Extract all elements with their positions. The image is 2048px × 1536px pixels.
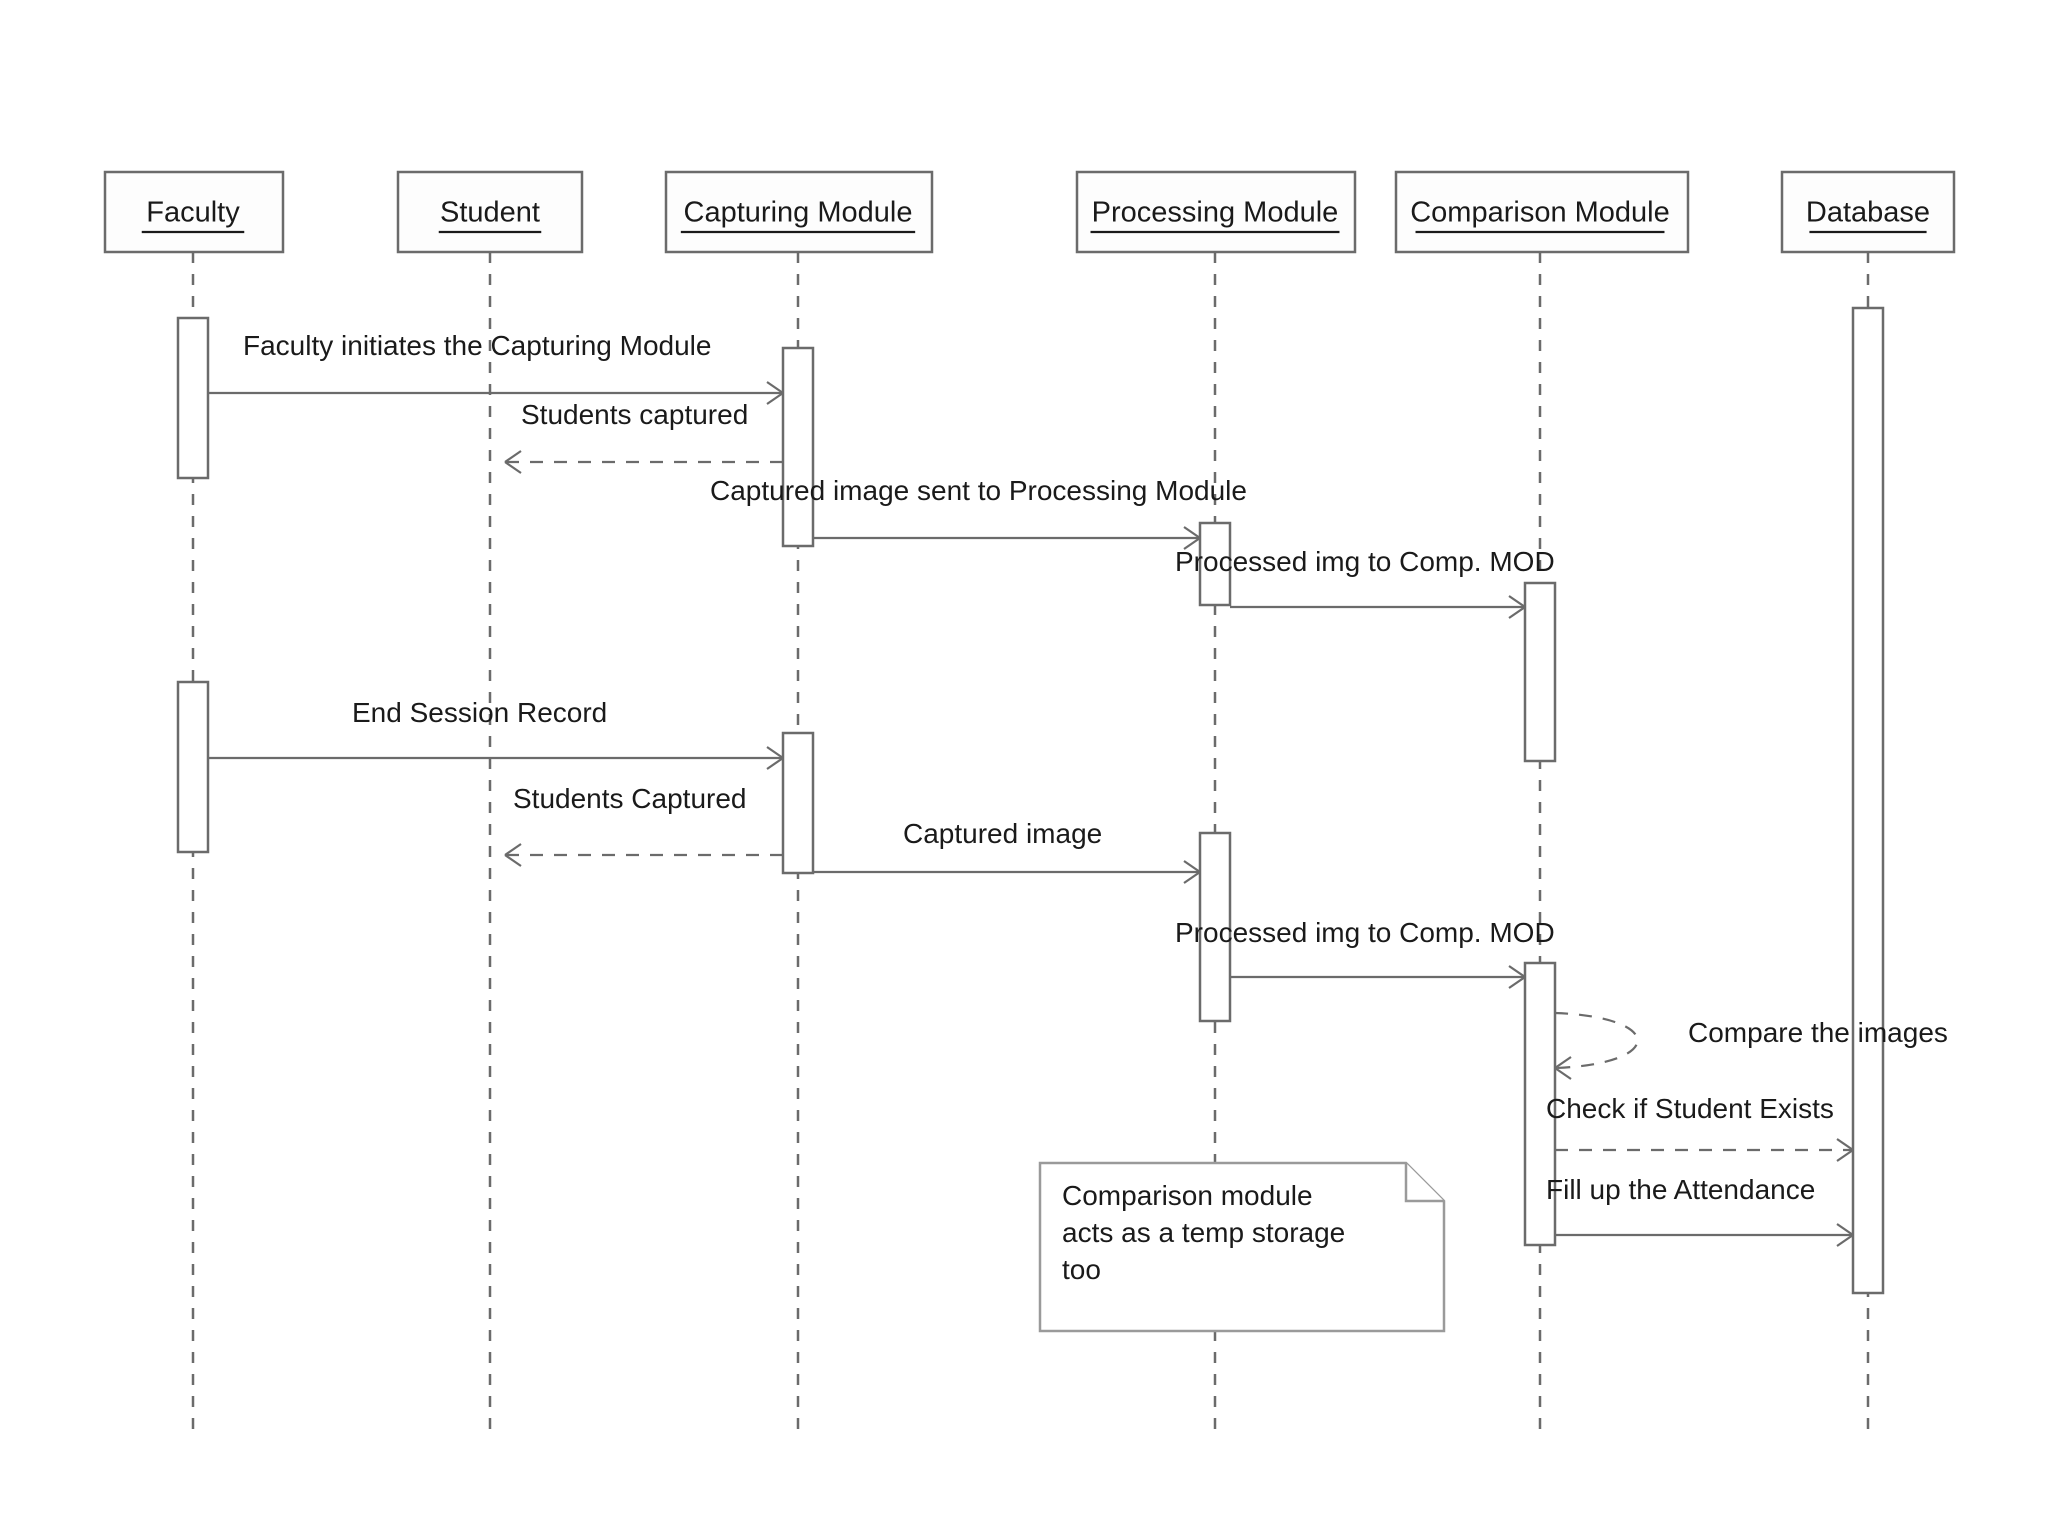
message-msg-4[interactable]: Processed img to Comp. MOD bbox=[1175, 546, 1555, 619]
lifeline-label-faculty: Faculty bbox=[146, 197, 240, 229]
message-label-msg-1: Faculty initiates the Capturing Module bbox=[243, 330, 711, 361]
lifeline-header-box-database[interactable] bbox=[1780, 170, 1956, 254]
activation-bar-act-processing-1[interactable] bbox=[1198, 521, 1232, 607]
self-message-path-self-msg-compare bbox=[1554, 1011, 1639, 1070]
activation-bar-act-capturing-2[interactable] bbox=[781, 731, 815, 875]
message-arrowhead-msg-2 bbox=[504, 461, 522, 474]
message-label-msg-7: Captured image bbox=[903, 818, 1102, 849]
note-fold-note-comparison-temp-storage bbox=[1404, 1163, 1444, 1203]
message-arrowhead-msg-4 bbox=[1508, 595, 1526, 608]
message-label-msg-10: Fill up the Attendance bbox=[1546, 1174, 1815, 1205]
message-label-msg-2: Students captured bbox=[521, 399, 748, 430]
message-msg-5[interactable]: End Session Record bbox=[208, 697, 784, 770]
note-line-note-comparison-temp-storage-2: too bbox=[1062, 1254, 1101, 1285]
lifeline-label-comparison: Comparison Module bbox=[1410, 197, 1670, 229]
message-label-msg-8: Processed img to Comp. MOD bbox=[1175, 917, 1555, 948]
message-arrowhead-msg-1 bbox=[766, 381, 784, 394]
activation-bar-act-processing-2[interactable] bbox=[1198, 831, 1232, 1023]
activations-layer bbox=[176, 306, 1885, 1295]
lifeline-label-database: Database bbox=[1806, 197, 1930, 229]
message-arrowhead-msg-8 bbox=[1508, 976, 1526, 989]
activation-bar-act-database-1[interactable] bbox=[1851, 306, 1885, 1295]
lifeline-database[interactable]: Database bbox=[1780, 170, 1956, 1430]
message-msg-3[interactable]: Captured image sent to Processing Module bbox=[710, 475, 1247, 550]
message-label-msg-4: Processed img to Comp. MOD bbox=[1175, 546, 1555, 577]
message-arrowhead-msg-7 bbox=[1183, 860, 1201, 873]
lifeline-header-box-student[interactable] bbox=[396, 170, 584, 254]
lifeline-header-box-faculty[interactable] bbox=[103, 170, 285, 254]
message-msg-1[interactable]: Faculty initiates the Capturing Module bbox=[208, 330, 784, 405]
activation-bar-act-faculty-2[interactable] bbox=[176, 680, 210, 854]
message-arrowhead-msg-3 bbox=[1183, 526, 1201, 539]
messages-layer: Faculty initiates the Capturing ModuleSt… bbox=[208, 330, 1854, 1247]
lifeline-student[interactable]: Student bbox=[396, 170, 584, 1430]
message-arrowhead-msg-9 bbox=[1836, 1138, 1854, 1151]
message-label-msg-6: Students Captured bbox=[513, 783, 747, 814]
note-body-note-comparison-temp-storage bbox=[1038, 1161, 1446, 1333]
message-label-msg-5: End Session Record bbox=[352, 697, 607, 728]
note-note-comparison-temp-storage[interactable]: Comparison module acts as a temp storage t… bbox=[1038, 1161, 1446, 1333]
lifeline-comparison[interactable]: Comparison Module bbox=[1394, 170, 1690, 1430]
message-msg-9[interactable]: Check if Student Exists bbox=[1546, 1093, 1854, 1162]
message-msg-8[interactable]: Processed img to Comp. MOD bbox=[1175, 917, 1555, 989]
lifeline-label-processing: Processing Module bbox=[1092, 197, 1339, 229]
self-message-arrowhead-self-msg-compare bbox=[1554, 1056, 1572, 1069]
message-arrowhead-msg-8 bbox=[1508, 965, 1526, 978]
message-arrowhead-msg-3 bbox=[1183, 537, 1201, 550]
activation-bar-act-capturing-1[interactable] bbox=[781, 346, 815, 548]
self-messages-layer: Compare the images bbox=[1554, 1011, 1948, 1080]
activation-bar-act-faculty-1[interactable] bbox=[176, 316, 210, 480]
note-line-note-comparison-temp-storage-1: acts as a temp storage bbox=[1062, 1217, 1345, 1248]
lifeline-capturing[interactable]: Capturing Module bbox=[664, 170, 934, 1430]
lifeline-label-capturing: Capturing Module bbox=[684, 197, 913, 229]
activation-bar-act-comparison-2[interactable] bbox=[1523, 961, 1557, 1247]
message-arrowhead-msg-6 bbox=[504, 854, 522, 867]
activation-bar-act-comparison-1[interactable] bbox=[1523, 581, 1557, 763]
lifeline-faculty[interactable]: Faculty bbox=[103, 170, 285, 1430]
message-arrowhead-msg-4 bbox=[1508, 606, 1526, 619]
note-line-note-comparison-temp-storage-0: Comparison module bbox=[1062, 1180, 1313, 1211]
message-arrowhead-msg-1 bbox=[766, 392, 784, 405]
message-arrowhead-msg-10 bbox=[1836, 1223, 1854, 1236]
lifeline-processing[interactable]: Processing Module bbox=[1075, 170, 1357, 1430]
self-message-self-msg-compare[interactable]: Compare the images bbox=[1554, 1011, 1948, 1080]
message-arrowhead-msg-10 bbox=[1836, 1234, 1854, 1247]
notes-layer: Comparison module acts as a temp storage t… bbox=[1038, 1161, 1446, 1333]
self-message-arrowhead-self-msg-compare bbox=[1554, 1067, 1572, 1080]
lifelines-layer: Faculty Student Capturing Module Processing… bbox=[103, 170, 1956, 1430]
lifeline-header-box-processing[interactable] bbox=[1075, 170, 1357, 254]
lifeline-header-box-capturing[interactable] bbox=[664, 170, 934, 254]
message-label-msg-3: Captured image sent to Processing Module bbox=[710, 475, 1247, 506]
lifeline-label-student: Student bbox=[440, 197, 540, 229]
message-arrowhead-msg-9 bbox=[1836, 1149, 1854, 1162]
lifeline-header-box-comparison[interactable] bbox=[1394, 170, 1690, 254]
message-msg-2[interactable]: Students captured bbox=[504, 399, 783, 474]
message-arrowhead-msg-2 bbox=[504, 450, 522, 463]
message-msg-10[interactable]: Fill up the Attendance bbox=[1546, 1174, 1854, 1247]
message-arrowhead-msg-6 bbox=[504, 843, 522, 856]
message-msg-7[interactable]: Captured image bbox=[813, 818, 1201, 884]
message-msg-6[interactable]: Students Captured bbox=[504, 783, 783, 867]
message-arrowhead-msg-5 bbox=[766, 746, 784, 759]
self-message-label-self-msg-compare: Compare the images bbox=[1688, 1017, 1948, 1048]
message-arrowhead-msg-7 bbox=[1183, 871, 1201, 884]
message-label-msg-9: Check if Student Exists bbox=[1546, 1093, 1834, 1124]
message-arrowhead-msg-5 bbox=[766, 757, 784, 770]
